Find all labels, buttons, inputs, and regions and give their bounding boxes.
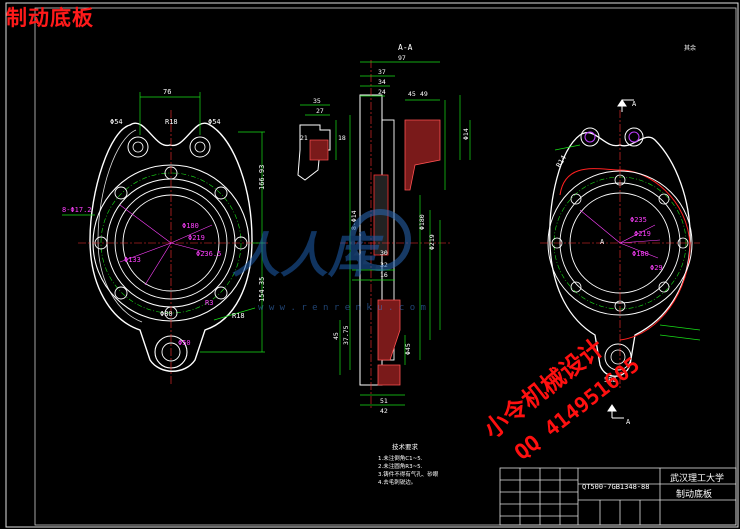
dim-label: Φ29 [650, 264, 663, 272]
watermark: 人人库 w w w . r e n r e n k u . c o m [232, 209, 426, 313]
title-block [499, 467, 737, 526]
right-view [540, 99, 701, 419]
dim-label: Φ54 [208, 118, 221, 126]
view-arrow-label: A [626, 418, 631, 426]
watermark-text: 人人库 [232, 228, 384, 284]
dim-label: Φ54 [110, 118, 123, 126]
front-view [62, 92, 268, 385]
dim-label: 97 [398, 54, 406, 62]
dim-label: Φ14 [462, 128, 470, 140]
dim-label: 30 [380, 249, 388, 257]
front-view-labels: 76 R18 Φ54 Φ54 8-Φ17.2 Φ180 Φ219 Φ236.5 … [62, 88, 266, 347]
tech-req-title: 技术要求 [392, 442, 419, 451]
dim-label: 42 [380, 407, 388, 415]
dim-label: Φ80 [160, 310, 173, 318]
dim-label: 8-Φ17.2 [62, 206, 92, 214]
dim-label: 27 [316, 107, 324, 115]
dim-label: Φ180 [632, 250, 649, 258]
dim-label: Φ219 [188, 234, 205, 242]
dim-label: 154.35 [258, 277, 266, 302]
tech-req-item: 3.铸件不得有气孔、砂眼 [378, 470, 439, 478]
section-view [297, 60, 471, 410]
dim-label: 37.75 [342, 325, 350, 345]
tech-requirements: 技术要求 1.未注倒角C1~5. 2.未注圆角R3~5. 3.铸件不得有气孔、砂… [378, 442, 439, 486]
dim-label: 51 [380, 397, 388, 405]
dim-label: 21 [300, 134, 308, 142]
dim-label: 45 [408, 90, 416, 98]
dim-label: R18 [232, 312, 245, 320]
dim-label: R18 [165, 118, 178, 126]
dim-label: Φ180 [182, 222, 199, 230]
school-name: 武汉理工大学 [670, 472, 724, 484]
dim-label: Φ133 [124, 256, 141, 264]
dim-label: 45 [332, 332, 340, 340]
dim-label: 16 [380, 271, 388, 279]
dim-label: Φ45 [404, 343, 412, 355]
dim-label: R14 [555, 154, 568, 169]
dim-label: 24 [378, 88, 386, 96]
corner-note: 其余 [684, 44, 696, 52]
tech-req-item: 1.未注倒角C1~5. [378, 454, 423, 462]
dim-label: Φ50 [178, 339, 191, 347]
part-name: 制动底板 [676, 488, 712, 500]
dim-label: 34 [378, 78, 386, 86]
dim-label: Φ235 [630, 216, 647, 224]
dim-label: 166.93 [258, 165, 266, 190]
watermark-url: w w w . r e n r e n k u . c o m [258, 303, 426, 313]
dim-label: R3 [205, 299, 213, 307]
dim-label: 76 [163, 88, 171, 96]
title-block-text: QT500-7GB1348-88 武汉理工大学 制动底板 [582, 472, 724, 500]
dim-label: 18 [338, 134, 346, 142]
drawing-number: QT500-7GB1348-88 [582, 483, 649, 491]
dim-label: A [600, 238, 605, 246]
page-title: 制动底板 [6, 6, 94, 30]
dim-label: Φ180 [418, 214, 426, 230]
tech-req-item: 4.去毛刺锐边。 [378, 478, 416, 486]
drawing-frame [5, 2, 739, 528]
tech-req-item: 2.未注圆角R3~5. [378, 462, 423, 470]
dim-label: 37 [378, 68, 386, 76]
dim-label: 35 [313, 97, 321, 105]
dim-label: Φ219 [428, 234, 436, 250]
dim-label: Φ219 [634, 230, 651, 238]
dim-label: Φ236.5 [196, 250, 221, 258]
section-label: A-A [398, 43, 413, 52]
designer-stamp: 小令机械设计 QQ 414951605 [479, 333, 645, 464]
dim-label: 49 [420, 90, 428, 98]
dim-label: 8-Φ14 [350, 210, 358, 230]
dim-label: 5R8 [604, 376, 617, 384]
inner-frame [34, 7, 737, 526]
view-arrow-label: A [632, 100, 637, 108]
